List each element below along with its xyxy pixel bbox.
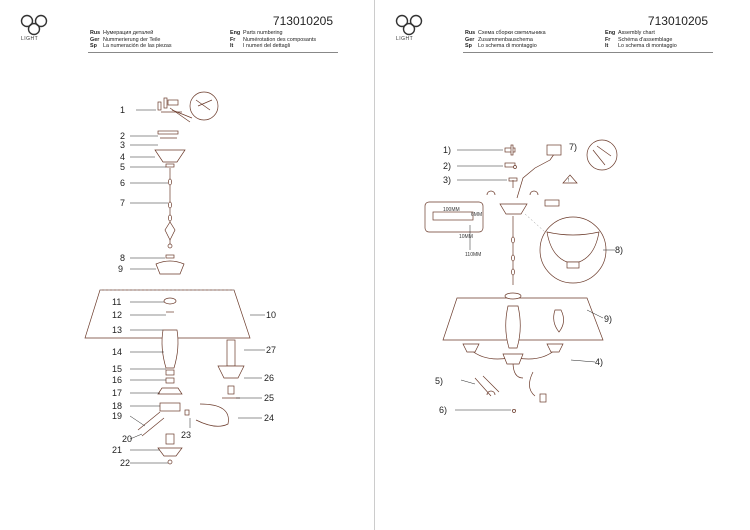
- step-label: 9): [604, 314, 612, 324]
- part-label: 18: [112, 401, 122, 411]
- part-label: 22: [120, 458, 130, 468]
- detail-callout-circle: [586, 139, 618, 171]
- part-label: 13: [112, 325, 122, 335]
- terminal-block: [544, 199, 560, 207]
- brand-logo-icon: [20, 14, 48, 36]
- part-label: 26: [264, 373, 274, 383]
- assembly-drawing: ! 100MM 6MM 10MM 110MM: [424, 139, 623, 415]
- part-label: 12: [112, 310, 122, 320]
- wire-connectors: [474, 375, 500, 397]
- bobeche-shape: [217, 365, 245, 379]
- canopy-shape: [499, 203, 528, 215]
- dimension-label: 100MM: [443, 207, 460, 213]
- header-divider: [463, 52, 713, 53]
- part-label: 20: [122, 434, 132, 444]
- dimension-label: 110MM: [465, 252, 481, 258]
- chain-links: [164, 178, 176, 249]
- brand-logo-text: LIGHT: [21, 36, 39, 42]
- step-label: 4): [595, 357, 603, 367]
- cap-shape: [155, 260, 185, 275]
- part-label: 1: [120, 105, 125, 115]
- step-label: 5): [435, 376, 443, 386]
- part-label: 10: [266, 310, 276, 320]
- supply-wires: [516, 149, 558, 199]
- vase-column: [161, 329, 179, 369]
- warning-icon: [562, 174, 578, 184]
- step-label: 3): [443, 175, 451, 185]
- part-label: 9: [118, 264, 123, 274]
- dimension-label: 6MM: [471, 212, 482, 218]
- part-label: 19: [112, 411, 122, 421]
- canopy-shape: [154, 149, 186, 163]
- step-label: 2): [443, 161, 451, 171]
- step-label: 7): [569, 142, 577, 152]
- document-number: 713010205: [647, 14, 708, 28]
- header-divider: [88, 52, 338, 53]
- exploded-parts-drawing: 1 2 3 4 5 6 7 8 9 10 11 12 13 14 15 16 1…: [84, 91, 276, 468]
- document-number: 713010205: [272, 14, 333, 28]
- part-label: 5: [120, 162, 125, 172]
- vase-column: [505, 305, 521, 349]
- brand-logo-icon: [395, 14, 423, 36]
- page-divider: [374, 0, 375, 530]
- step-label: 8): [615, 245, 623, 255]
- candle-bulb: [553, 309, 564, 333]
- part-label: 23: [181, 430, 191, 440]
- part-label: 7: [120, 198, 125, 208]
- part-label: 4: [120, 152, 125, 162]
- part-label: 14: [112, 347, 122, 357]
- brand-logo-text: LIGHT: [396, 36, 414, 42]
- part-label: 11: [112, 297, 121, 307]
- lampshade-shape: [442, 297, 604, 341]
- part-label: 8: [120, 253, 125, 263]
- part-label: 25: [264, 393, 274, 403]
- part-label: 21: [112, 445, 122, 455]
- wire-connectors: [137, 411, 165, 437]
- part-label: 2: [120, 131, 125, 141]
- mounting-hardware: [486, 144, 539, 196]
- ceiling-hardware: [157, 91, 219, 139]
- part-label: 27: [266, 345, 276, 355]
- part-label: 17: [112, 388, 122, 398]
- candle-arm: [195, 403, 229, 427]
- part-label: 24: [264, 413, 274, 423]
- candle-sleeve: [226, 339, 236, 367]
- part-label: 15: [112, 364, 122, 374]
- warning-mark: !: [568, 178, 569, 184]
- dimension-label: 10MM: [459, 234, 473, 240]
- step-label: 6): [439, 405, 447, 415]
- part-label: 3: [120, 140, 125, 150]
- part-label: 16: [112, 375, 122, 385]
- part-label: 6: [120, 178, 125, 188]
- step-label: 1): [443, 145, 451, 155]
